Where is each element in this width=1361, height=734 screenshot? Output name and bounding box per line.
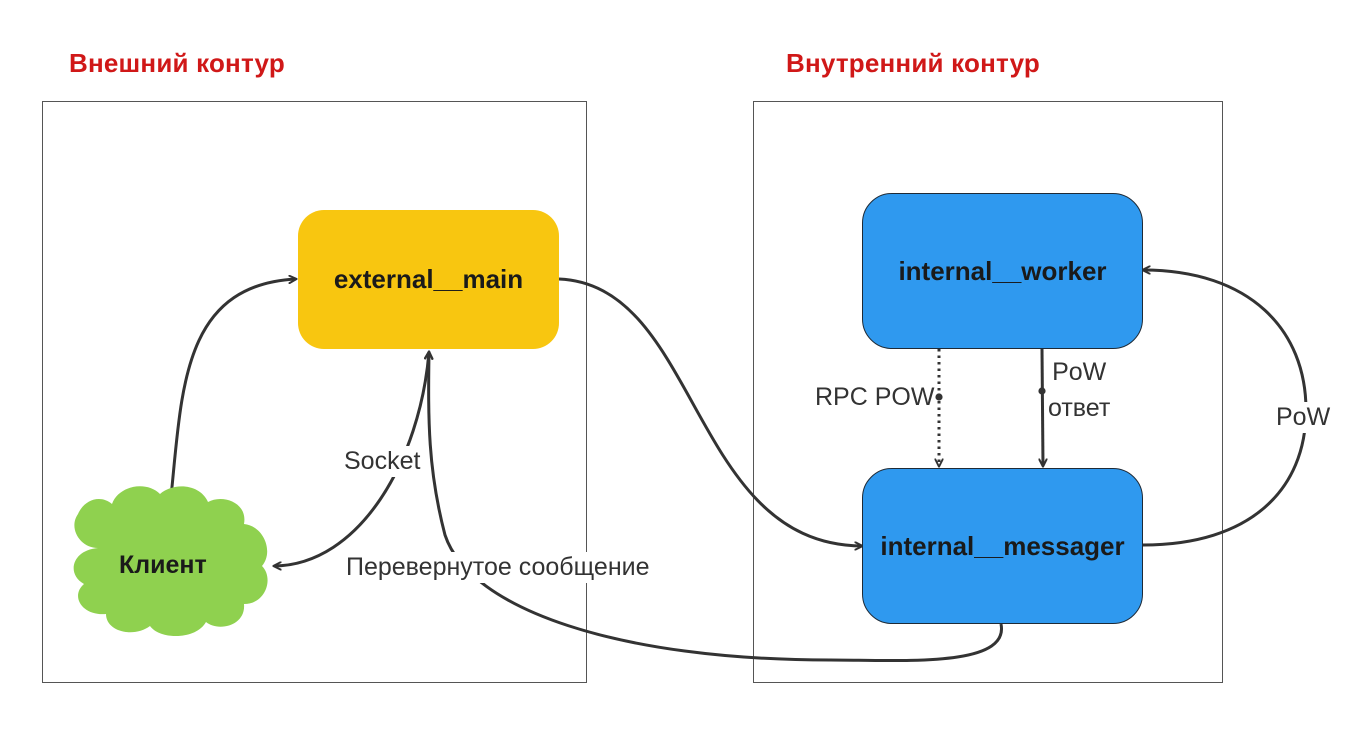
edge-label-socket: Socket xyxy=(344,446,421,478)
internal-zone-box xyxy=(753,101,1223,683)
edge-label-pow-answer-line2: ответ xyxy=(1048,393,1111,422)
internal-zone-title: Внутренний контур xyxy=(786,48,1040,78)
edge-socket xyxy=(274,352,429,566)
node-client-label: Клиент xyxy=(119,551,207,579)
node-external-main: external__main xyxy=(298,210,559,349)
node-internal-worker: internal__worker xyxy=(862,193,1143,349)
external-zone-title: Внешний контур xyxy=(69,48,285,78)
edge-label-rpc-pow: RPC POW xyxy=(815,383,935,411)
node-internal-messager: internal__messager xyxy=(862,468,1143,624)
edge-pow-answer xyxy=(1042,348,1043,466)
edge-reversed-message xyxy=(429,352,1003,663)
edge-external-main-to-messager xyxy=(558,277,862,546)
client-cloud-shape xyxy=(73,486,268,637)
edge-label-pow: PoW xyxy=(1276,402,1331,434)
edge-pow-answer-dot xyxy=(1038,387,1046,395)
external-zone-box xyxy=(42,101,587,683)
edge-label-pow-answer: PoW ответ xyxy=(1048,354,1110,427)
edge-rpc-pow-dot xyxy=(935,393,943,401)
edge-client-to-external-main xyxy=(169,279,296,498)
edge-label-reversed-message: Перевернутое сообщение xyxy=(346,552,650,584)
edge-label-pow-answer-line1: PoW xyxy=(1052,358,1107,386)
